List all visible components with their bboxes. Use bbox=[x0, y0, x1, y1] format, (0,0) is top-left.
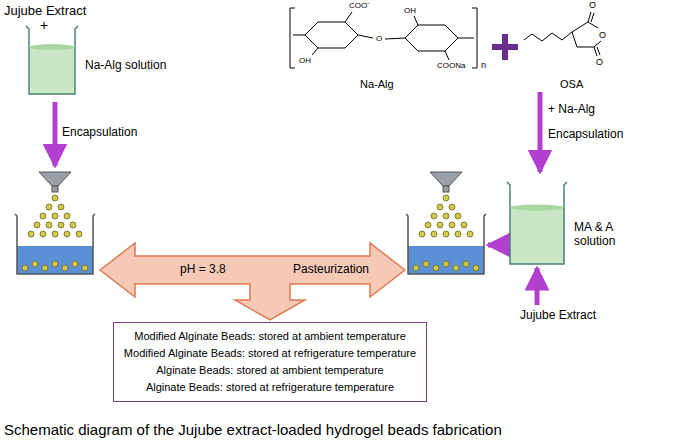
text-label: n bbox=[481, 60, 486, 70]
result-box: Modified Alginate Beads: stored at ambie… bbox=[113, 322, 427, 402]
text-label: Pasteurization bbox=[293, 263, 369, 277]
text-label: O bbox=[596, 57, 603, 67]
result-line: Modified Alginate Beads: stored at refri… bbox=[124, 345, 416, 362]
text-label: pH = 3.8 bbox=[180, 263, 226, 277]
result-line: Alginate Beads: stored at refrigerature … bbox=[124, 379, 416, 396]
text-label: COONa bbox=[437, 61, 465, 70]
text-label: Jujube Extract bbox=[4, 4, 86, 19]
text-label: Encapsulation bbox=[548, 128, 623, 142]
solution-beaker: Na-Alg solution bbox=[25, 24, 185, 96]
plus-symbol bbox=[492, 34, 518, 60]
double-arrow bbox=[100, 243, 405, 320]
process-arrow bbox=[538, 92, 543, 172]
result-line: Alginate Beads: stored at ambient temper… bbox=[124, 362, 416, 379]
bead-beakers bbox=[15, 172, 486, 274]
process-arrow bbox=[488, 243, 504, 248]
node-text: Na-Alg solution bbox=[85, 58, 166, 72]
caption: Schematic diagram of the Jujube extract-… bbox=[4, 421, 502, 438]
process-arrow bbox=[535, 268, 540, 305]
node-text: MA & A solution bbox=[574, 220, 636, 249]
process-arrow bbox=[53, 102, 58, 166]
osa-structure bbox=[524, 12, 601, 56]
beaker bbox=[506, 180, 568, 266]
plus-sign: + bbox=[40, 17, 48, 33]
node-text: Jujube Extract bbox=[520, 308, 596, 322]
text-label: Na-Alg bbox=[360, 78, 394, 91]
text-label: OH bbox=[299, 56, 311, 65]
beaker bbox=[25, 24, 79, 96]
text-label: O bbox=[589, 0, 596, 10]
alginate-structure bbox=[290, 8, 477, 68]
text-label: OSA bbox=[560, 78, 583, 91]
result-line: Modified Alginate Beads: stored at ambie… bbox=[124, 328, 416, 345]
text-label: O bbox=[376, 34, 382, 43]
text-label: OH bbox=[404, 6, 416, 15]
text-node: Jujube Extract bbox=[520, 308, 596, 322]
text-label: Encapsulation bbox=[62, 126, 137, 140]
text-label: COO⁻ bbox=[349, 1, 370, 10]
text-label: O bbox=[599, 30, 606, 40]
text-label: + Na-Alg bbox=[548, 103, 595, 117]
solution-beaker: MA & A solution bbox=[506, 180, 646, 266]
